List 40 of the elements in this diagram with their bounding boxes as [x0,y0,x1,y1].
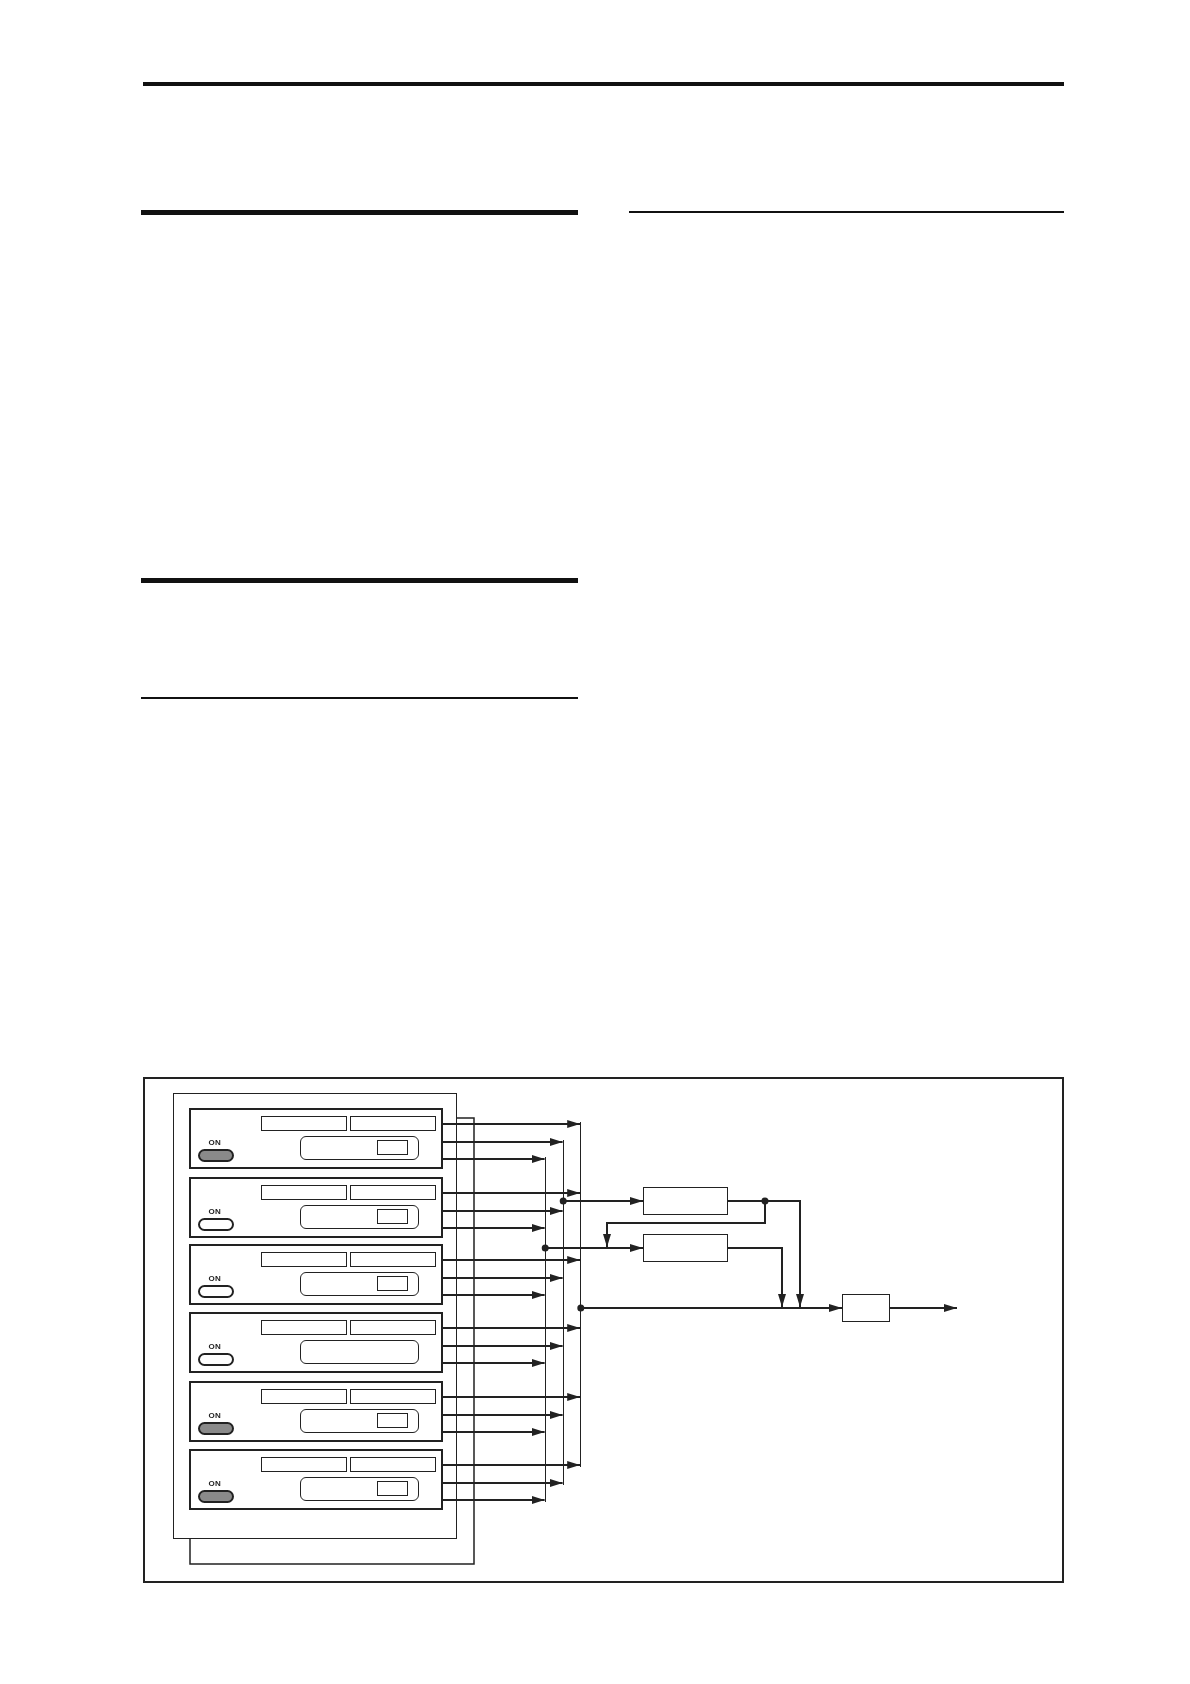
process-box [643,1187,728,1215]
arrow [442,1496,546,1504]
process-box [842,1294,890,1322]
arrow [442,1291,546,1299]
module-panel [188,1380,443,1442]
arrow [442,1411,564,1419]
switch-label: ON [208,1274,222,1283]
arrow [603,1200,766,1248]
switch-label: ON [208,1207,222,1216]
arrow [442,1342,564,1350]
arrow [442,1479,564,1487]
arrow [442,1207,564,1215]
arrow [442,1189,582,1197]
bus-line [562,1140,564,1485]
module-panel [188,1176,443,1238]
arrow [442,1120,582,1128]
bus-line [580,1122,582,1467]
arrow [442,1138,564,1146]
process-box [643,1234,728,1262]
arrow [442,1461,582,1469]
arrow [442,1393,582,1401]
arrow [889,1304,958,1312]
switch-label: ON [208,1138,222,1147]
module-panel [188,1311,443,1373]
rack-panel [173,1093,457,1539]
module-panel [188,1448,443,1510]
switch-label: ON [208,1342,222,1351]
module-panel [188,1243,443,1305]
bus-line [544,1157,546,1502]
arrow [442,1224,546,1232]
switch-label: ON [208,1479,222,1488]
arrow [442,1155,546,1163]
switch-label: ON [208,1411,222,1420]
arrow [442,1428,546,1436]
arrow [442,1359,546,1367]
arrow [442,1274,564,1282]
arrow [442,1324,582,1332]
module-panel [188,1107,443,1169]
arrow [727,1247,786,1308]
arrow [442,1256,582,1264]
